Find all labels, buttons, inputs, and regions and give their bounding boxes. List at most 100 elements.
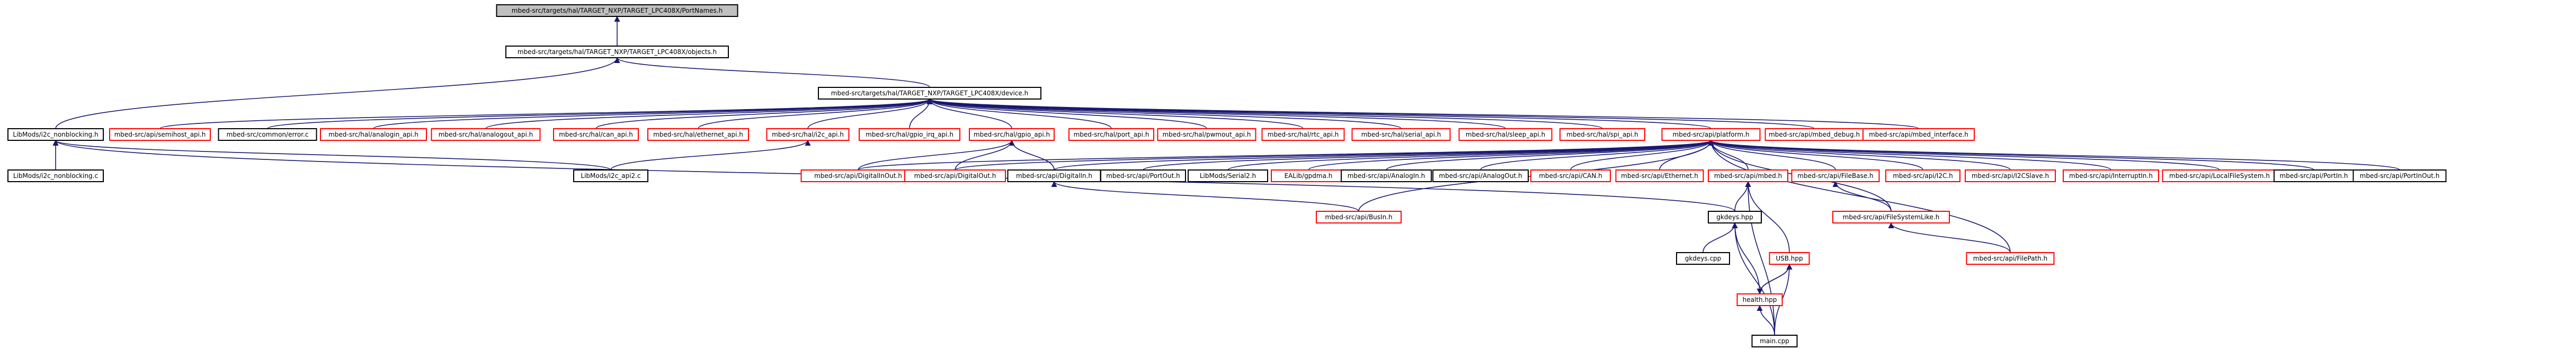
node-box: [1458, 128, 1553, 141]
node-filebase[interactable]: mbed-src/api/FileBase.h: [1791, 169, 1880, 182]
node-gpio_api[interactable]: mbed-src/hal/gpio_api.h: [969, 128, 1055, 141]
node-mbed_debug[interactable]: mbed-src/api/mbed_debug.h: [1764, 128, 1864, 141]
node-spi_api[interactable]: mbed-src/hal/spi_api.h: [1559, 128, 1645, 141]
node-gkeys_cpp[interactable]: gkdeys.cpp: [1676, 252, 1730, 265]
node-box: [1676, 252, 1730, 265]
edge-portin-to-platform: [1708, 139, 2314, 171]
node-rtc_api[interactable]: mbed-src/hal/rtc_api.h: [1261, 128, 1345, 141]
edge-platform-to-device: [926, 98, 1712, 129]
node-box: [904, 169, 1006, 182]
node-portin[interactable]: mbed-src/api/PortIn.h: [2274, 169, 2354, 182]
edge-i2c_api-to-device: [807, 98, 933, 129]
node-pwmout_api[interactable]: mbed-src/hal/pwmout_api.h: [1157, 128, 1256, 141]
edge-i2c_h-to-platform: [1708, 139, 1923, 171]
node-label: mbed-src/targets/hal/TARGET_NXP/TARGET_L…: [512, 7, 723, 14]
edge-mbed_error_c-to-device: [267, 98, 933, 129]
node-portout[interactable]: mbed-src/api/PortOut.h: [1100, 169, 1186, 182]
node-label: USB.hpp: [1776, 255, 1803, 262]
node-box: [859, 128, 960, 141]
node-mbed_error_c[interactable]: mbed-src/common/error.c: [218, 128, 317, 141]
edge-ealcfg-to-platform: [1308, 139, 1714, 171]
node-label: mbed-src/api/AnalogIn.h: [1348, 172, 1425, 180]
node-platform[interactable]: mbed-src/api/platform.h: [1661, 128, 1761, 141]
node-box: [7, 128, 104, 141]
node-mbed_h[interactable]: mbed-src/api/mbed.h: [1708, 169, 1788, 182]
node-box: [505, 46, 729, 58]
node-i2c_h[interactable]: mbed-src/api/I2C.h: [1885, 169, 1960, 182]
node-serial_api[interactable]: mbed-src/hal/serial_api.h: [1351, 128, 1451, 141]
node-i2c_api2_c[interactable]: LibMods/i2c_api2.c: [573, 169, 648, 182]
node-label: mbed-src/api/mbed.h: [1714, 172, 1782, 180]
node-ethernet_api[interactable]: mbed-src/hal/ethernet_api.h: [647, 128, 749, 141]
node-box: [1708, 169, 1788, 182]
node-box: [1791, 169, 1880, 182]
node-digitalin[interactable]: mbed-src/api/DigitalIn.h: [1007, 169, 1101, 182]
node-label: mbed-src/hal/gpio_api.h: [974, 131, 1050, 138]
edge-pwmout_api-to-device: [926, 98, 1207, 129]
node-label: main.cpp: [1760, 337, 1789, 345]
edge-can_api-to-device: [595, 98, 933, 129]
node-objects[interactable]: mbed-src/targets/hal/TARGET_NXP/TARGET_L…: [505, 46, 729, 58]
node-usb_hpp[interactable]: USB.hpp: [1769, 252, 1810, 265]
node-analogin[interactable]: mbed-src/api/AnalogIn.h: [1341, 169, 1432, 182]
edge-analogout-to-platform: [1480, 139, 1714, 171]
node-i2c_nonblocking_h[interactable]: LibMods/i2c_nonblocking.h: [7, 128, 104, 141]
node-label: LibMods/i2c_nonblocking.h: [13, 131, 98, 138]
node-i2c_api[interactable]: mbed-src/hal/i2c_api.h: [766, 128, 850, 141]
node-portinout[interactable]: mbed-src/api/PortInOut.h: [2352, 169, 2447, 182]
node-box: [1559, 128, 1645, 141]
node-i2cslave[interactable]: mbed-src/api/I2CSlave.h: [1965, 169, 2056, 182]
node-box: [573, 169, 648, 182]
node-semihost[interactable]: mbed-src/api/semihost_api.h: [109, 128, 211, 141]
node-gkeys_hpp[interactable]: gkdeys.hpp: [1708, 211, 1762, 223]
node-sleep_api[interactable]: mbed-src/hal/sleep_api.h: [1458, 128, 1553, 141]
node-box: [1832, 211, 1950, 223]
node-i2c_nonblocking_c[interactable]: LibMods/i2c_nonblocking.c: [7, 169, 104, 182]
edge-device-to-objects: [614, 57, 930, 88]
node-analogout[interactable]: mbed-src/api/AnalogOut.h: [1432, 169, 1529, 182]
node-can[interactable]: mbed-src/api/CAN.h: [1530, 169, 1611, 182]
node-mbed_interface[interactable]: mbed-src/api/mbed_interface.h: [1862, 128, 1975, 141]
node-box: [647, 128, 749, 141]
node-box: [1530, 169, 1611, 182]
node-filepath[interactable]: mbed-src/api/FilePath.h: [1966, 252, 2055, 265]
node-serial2[interactable]: LibMods/Serial2.h: [1188, 169, 1268, 182]
edge-busin-to-digitalin: [1051, 181, 1359, 212]
node-busin[interactable]: mbed-src/api/BusIn.h: [1316, 211, 1402, 223]
node-ethernet[interactable]: mbed-src/api/Ethernet.h: [1615, 169, 1704, 182]
node-box: [1188, 169, 1268, 182]
edge-filepath-to-platform: [1708, 139, 2011, 253]
edge-usb_hpp-to-health_hpp: [1757, 264, 1790, 295]
node-label: mbed-src/hal/gpio_irq_api.h: [866, 131, 953, 138]
node-interruptin[interactable]: mbed-src/api/InterruptIn.h: [2063, 169, 2159, 182]
node-port_api[interactable]: mbed-src/hal/port_api.h: [1068, 128, 1154, 141]
node-health_hpp[interactable]: health.hpp: [1736, 293, 1783, 306]
edge-digitalinout-to-gpio_api: [858, 139, 1015, 171]
node-digitalinout[interactable]: mbed-src/api/DigitalInOut.h: [800, 169, 916, 182]
node-box: [1615, 169, 1704, 182]
node-label: mbed-src/api/PortInOut.h: [2360, 172, 2440, 180]
node-label: mbed-src/hal/analogout_api.h: [439, 131, 533, 138]
node-box: [1769, 252, 1810, 265]
node-box: [1862, 128, 1975, 141]
edge-digitalin-to-platform: [1054, 139, 1714, 171]
node-ealcfg[interactable]: EALib/gpdma.h: [1271, 169, 1346, 182]
nodes-layer: mbed-src/targets/hal/TARGET_NXP/TARGET_L…: [7, 4, 2447, 347]
node-filesystemlike[interactable]: mbed-src/api/FileSystemLike.h: [1832, 211, 1950, 223]
node-box: [1965, 169, 2056, 182]
node-main_cpp[interactable]: main.cpp: [1751, 335, 1798, 347]
edge-portout-to-platform: [1143, 139, 1714, 171]
node-can_api[interactable]: mbed-src/hal/can_api.h: [553, 128, 639, 141]
node-label: mbed-src/api/platform.h: [1673, 131, 1750, 138]
node-localfilesystem[interactable]: mbed-src/api/LocalFileSystem.h: [2162, 169, 2277, 182]
node-device[interactable]: mbed-src/targets/hal/TARGET_NXP/TARGET_L…: [818, 87, 1041, 100]
node-label: gkdeys.hpp: [1716, 213, 1753, 221]
node-box: [1261, 128, 1345, 141]
edge-analogin_api-to-device: [373, 98, 933, 129]
node-analogin_api[interactable]: mbed-src/hal/analogin_api.h: [320, 128, 427, 141]
node-box: [109, 128, 211, 141]
node-gpio_irq_api[interactable]: mbed-src/hal/gpio_irq_api.h: [859, 128, 960, 141]
node-digitalout[interactable]: mbed-src/api/DigitalOut.h: [904, 169, 1006, 182]
node-label: mbed-src/hal/ethernet_api.h: [653, 131, 743, 138]
node-analogout_api[interactable]: mbed-src/hal/analogout_api.h: [431, 128, 541, 141]
